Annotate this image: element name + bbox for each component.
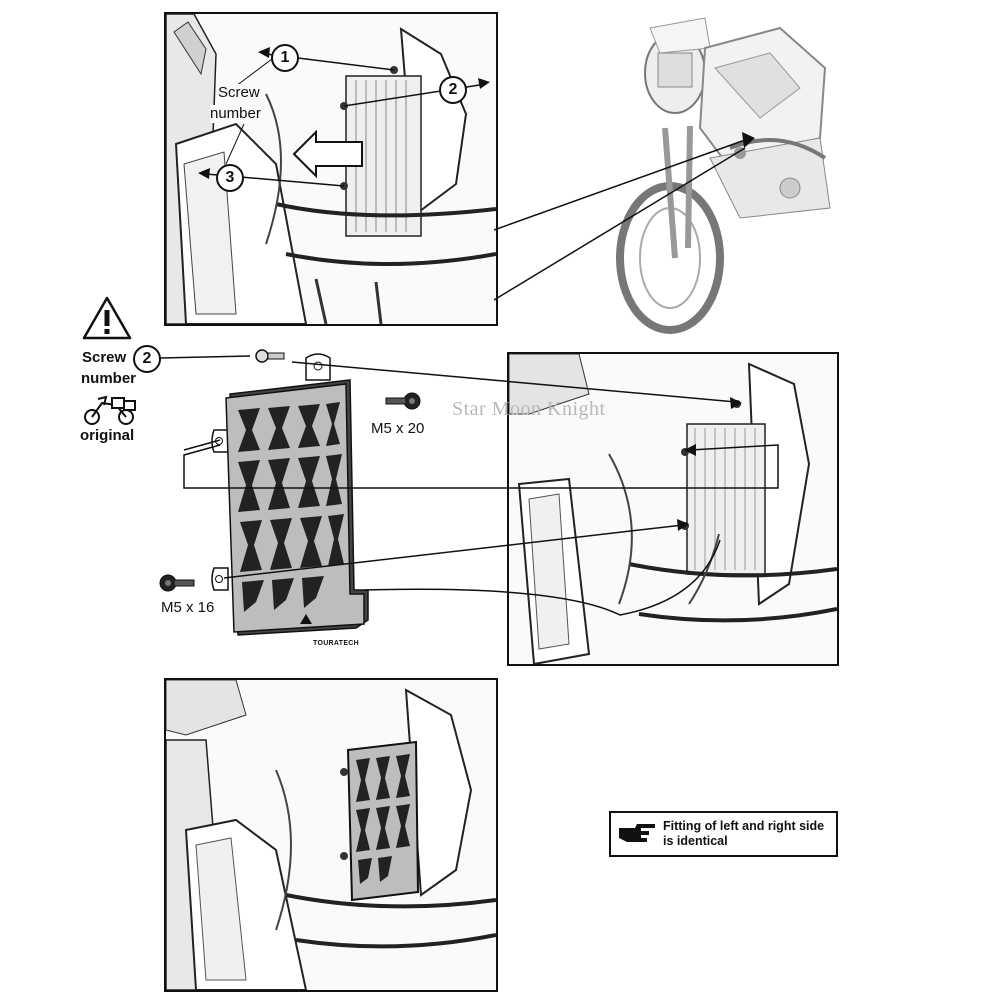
screw-number-3: 3 (216, 164, 244, 192)
legend-screw-number-2: 2 (133, 345, 161, 373)
note-box: Fitting of left and right side is identi… (609, 811, 838, 857)
screw-number-2: 2 (439, 76, 467, 104)
screw-label: Screw (218, 84, 260, 102)
removal-illustration (166, 14, 496, 324)
installed-illustration (166, 680, 496, 990)
detail-panel-removal: 1 2 3 Screw number (164, 12, 498, 326)
projection-lines (493, 132, 755, 301)
screw-icon (159, 574, 195, 592)
detail-panel-installed (164, 678, 498, 992)
legend-original-label: original (80, 427, 135, 444)
legend-screw-label: Screw (82, 349, 127, 366)
legend-number-label: number (81, 370, 137, 387)
warning-icon (82, 296, 132, 340)
bolt-m5x16-label: M5 x 16 (161, 599, 215, 616)
guard-brand-label: TOURATECH (313, 640, 359, 647)
motorcycle-overview (616, 17, 831, 334)
detail-panel-mounting (507, 352, 839, 666)
bolt-m5x20-label: M5 x 20 (371, 420, 425, 437)
radiator-guard (211, 353, 369, 636)
watermark-text: Star Moon Knight (452, 398, 606, 420)
screw-number-1: 1 (271, 44, 299, 72)
motorcycle-luggage-icon (84, 395, 136, 425)
legend-arrow (159, 349, 285, 363)
mounting-illustration (509, 354, 837, 664)
screw-icon (385, 392, 421, 410)
note-text: Fitting of left and right side is identi… (663, 819, 825, 848)
pointing-hand-icon (619, 824, 655, 842)
assembly-lines (183, 361, 779, 616)
number-label: number (210, 105, 261, 123)
